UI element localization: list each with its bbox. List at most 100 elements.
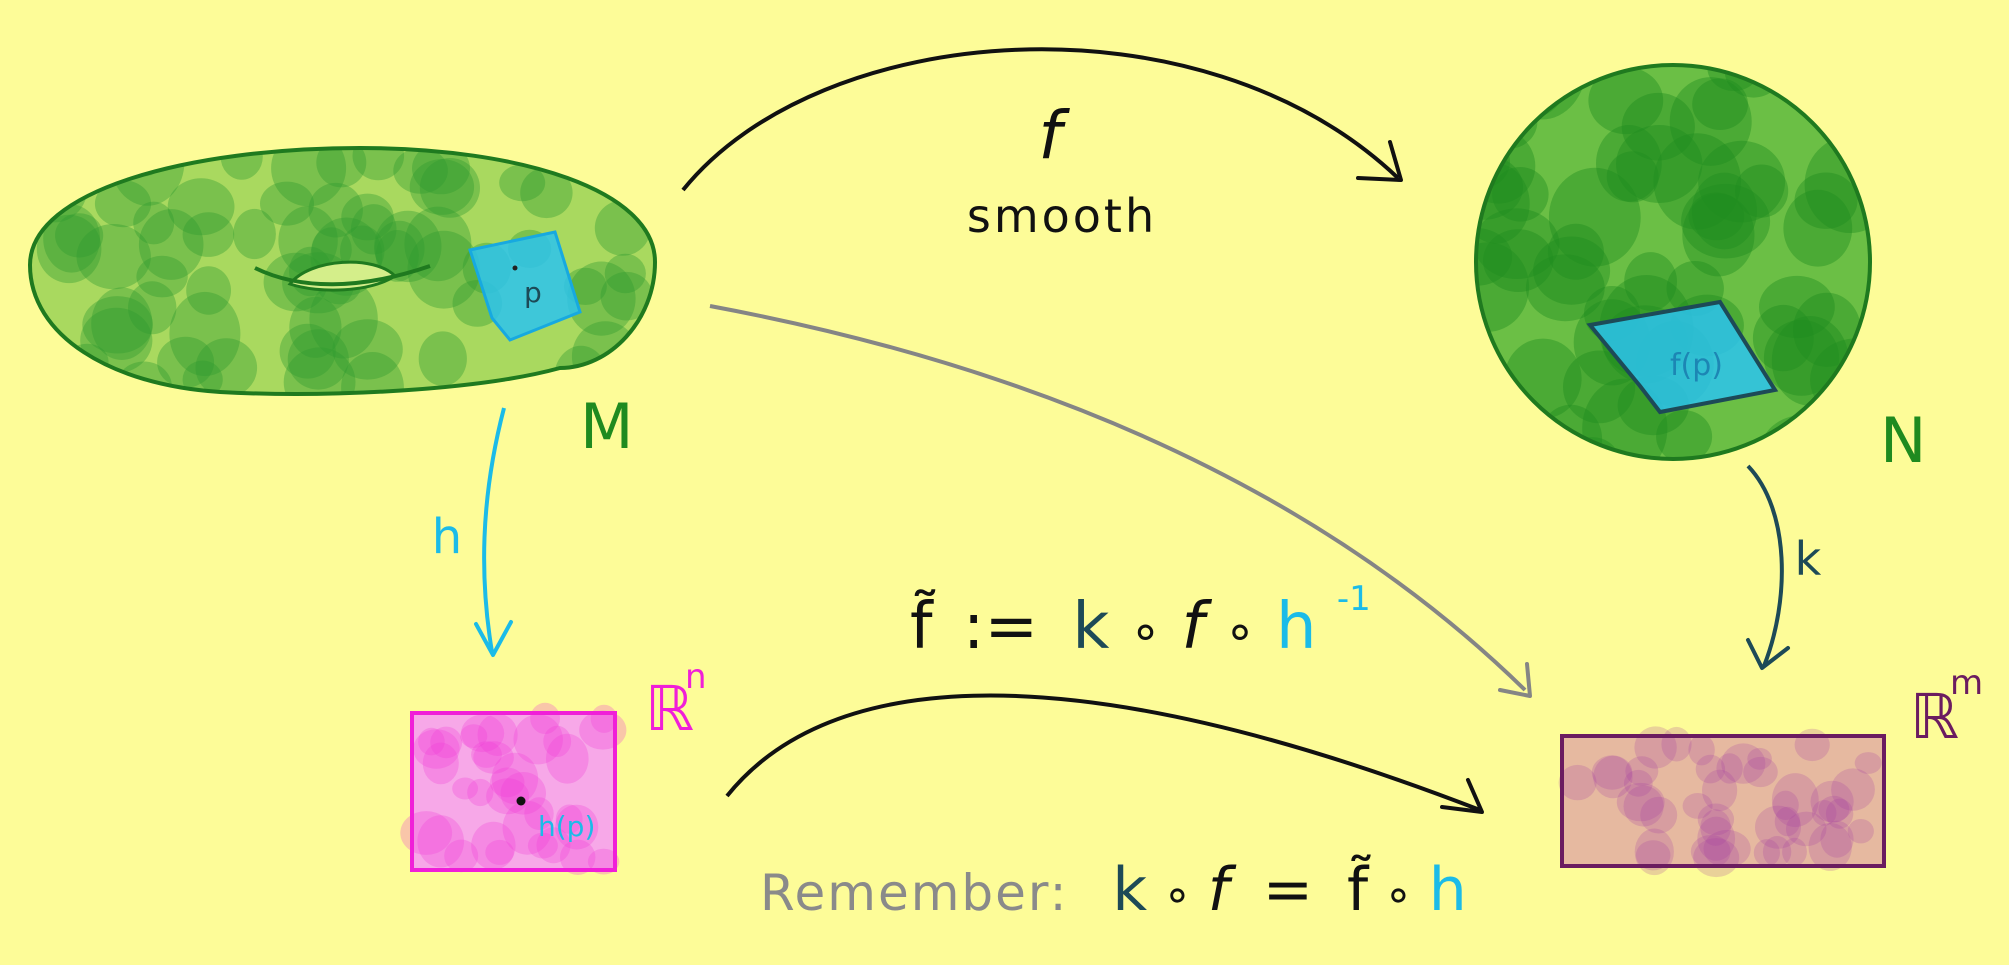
torus-texture-blob (407, 230, 481, 309)
torus-texture-blob (133, 201, 175, 245)
torus-texture-blob (138, 209, 204, 280)
torus-texture-blob (157, 336, 215, 388)
torus-texture-blob (128, 281, 177, 335)
rn-texture-blob (560, 839, 596, 875)
sphere-texture-blob (1763, 319, 1840, 396)
rn-texture-blob (477, 713, 518, 756)
sphere-texture-blob (1476, 242, 1530, 332)
rn-texture-blob (543, 725, 572, 758)
torus-texture-blob (136, 255, 188, 298)
formula-ftilde: f̃ (910, 588, 936, 664)
formula-h-sup: -1 (1337, 579, 1371, 619)
torus-texture-blob (409, 159, 475, 215)
torus-texture-blob (55, 213, 104, 258)
rm-texture-blob (1782, 837, 1807, 867)
sphere-texture-blob (1497, 65, 1587, 120)
torus-texture-blob (278, 206, 338, 275)
remember-k: k (1112, 855, 1147, 925)
sphere-texture-blob (1621, 92, 1695, 161)
rn-texture-blob (461, 714, 505, 753)
torus-texture-blob (404, 206, 472, 282)
torus-texture-blob (233, 208, 276, 260)
rm-texture-blob (1702, 769, 1738, 812)
point-p (512, 265, 518, 271)
torus-texture-blob (80, 307, 153, 374)
label-Rn-base: ℝ (645, 672, 694, 745)
torus-texture-blob (604, 253, 646, 294)
rn-texture-blob (430, 726, 463, 759)
rn-texture-blob (536, 827, 571, 864)
rm-texture-blob (1811, 800, 1837, 826)
sphere-texture-blob (1817, 65, 1870, 97)
torus-manifold-M (27, 145, 658, 396)
point-h-p (516, 796, 526, 806)
sphere-texture-blob (1476, 208, 1560, 279)
torus-texture-blob (43, 204, 100, 273)
rn-texture-blob (417, 815, 465, 868)
label-Rm: ℝ m (1910, 663, 1983, 753)
remember-circ2: ∘ (1384, 867, 1413, 921)
sphere-texture-blob (1476, 414, 1518, 459)
torus-texture-blob (91, 287, 153, 361)
rn-texture-blob (489, 767, 525, 798)
torus-texture-blob (76, 224, 151, 290)
rm-texture-blob (1682, 793, 1713, 819)
arrow-h (474, 407, 513, 657)
torus-texture-blob (195, 338, 258, 394)
rm-texture-blob (1808, 822, 1852, 871)
rm-texture-blob (1703, 829, 1751, 868)
sphere-texture-blob (1735, 164, 1789, 218)
rn-texture-blob (486, 778, 530, 815)
rm-texture-blob (1661, 726, 1692, 762)
rn-box: h(p) (400, 702, 627, 875)
sphere-texture-blob (1533, 236, 1611, 305)
sphere-texture-blob (1656, 410, 1713, 459)
torus-texture-blob (167, 178, 235, 236)
rm-texture-blob (1623, 769, 1653, 797)
rn-texture-blob (491, 752, 539, 805)
sphere-texture-blob (1483, 229, 1554, 292)
rm-texture-blob (1591, 755, 1633, 790)
rm-texture-blob (1616, 782, 1665, 822)
sphere-texture-blob (1606, 151, 1659, 203)
arrow-f-tilde (725, 693, 1484, 814)
sphere-texture-blob (1588, 67, 1664, 135)
sphere-texture-blob (1653, 133, 1741, 230)
torus-texture-blob (94, 180, 152, 228)
label-Rn-sup: n (685, 657, 707, 697)
torus-texture-blob (186, 266, 232, 315)
sphere-texture-blob (1492, 167, 1549, 222)
label-k: k (1795, 532, 1822, 586)
rm-box (1558, 726, 1886, 878)
torus-texture-blob (308, 182, 363, 238)
rn-texture-blob (467, 778, 494, 807)
rm-texture-blob (1847, 819, 1874, 844)
rm-texture-blob (1593, 755, 1633, 799)
sphere-texture-blob (1793, 292, 1861, 367)
rm-texture-blob (1697, 816, 1736, 861)
rm-texture-blob (1818, 795, 1850, 823)
torus-texture-blob (600, 271, 653, 321)
sphere-texture-blob (1752, 304, 1814, 372)
sphere-texture-blob (1692, 78, 1748, 130)
rn-texture-blob (546, 733, 589, 784)
label-smooth: smooth (967, 189, 1157, 243)
torus-texture-blob (567, 261, 636, 336)
sphere-texture-blob (1563, 350, 1636, 424)
remember-line: Remember: k ∘ f = f̃ ∘ h (760, 854, 1467, 925)
label-h-p: h(p) (538, 810, 595, 843)
chart-patch-f-p: f(p) (1586, 299, 1779, 415)
formula-circ1: ∘ (1130, 602, 1161, 660)
torus-texture-blob (393, 148, 448, 194)
sphere-texture-blob (1759, 275, 1835, 339)
sphere-texture-blob (1783, 189, 1853, 267)
torus-texture-blob (279, 323, 336, 379)
sphere-texture-blob (1548, 167, 1641, 267)
torus-texture-blob (287, 329, 349, 390)
rm-texture-blob (1623, 785, 1664, 827)
rm-texture-blob (1625, 756, 1659, 786)
remember-h: h (1429, 855, 1467, 925)
sphere-texture-blob (1698, 140, 1786, 223)
rm-texture-blob (1820, 820, 1854, 858)
rm-texture-blob (1755, 805, 1801, 849)
